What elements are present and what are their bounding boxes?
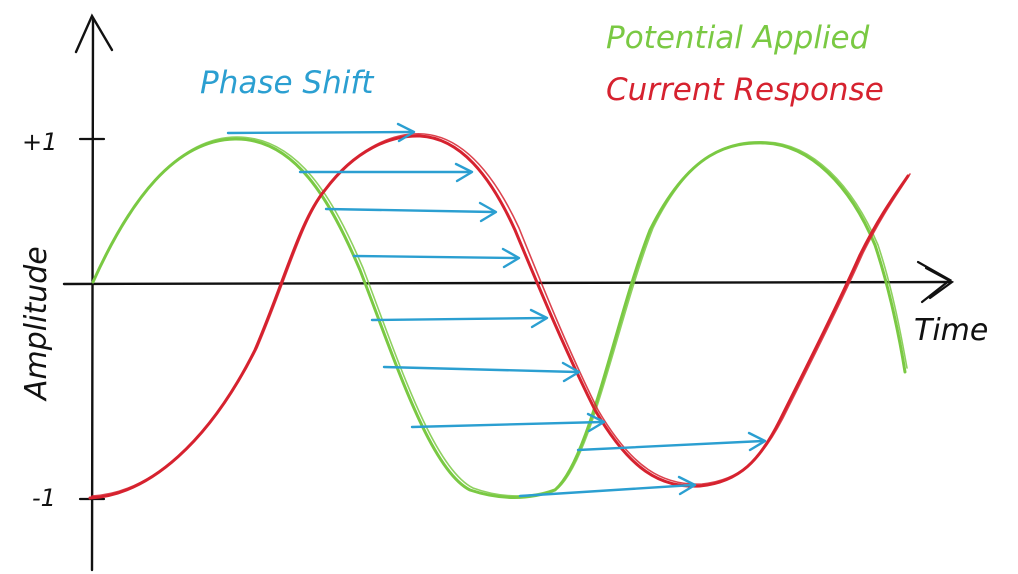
legend-potential-applied: Potential Applied: [606, 20, 870, 56]
current-response-curve: [88, 133, 911, 500]
phase-arrow-8: [576, 431, 767, 452]
x-axis-label: Time: [914, 313, 988, 348]
tick-plus-one-label: +1: [22, 128, 57, 156]
phase-arrow-3: [324, 201, 498, 223]
phase-arrow-6: [382, 361, 581, 383]
y-axis-label: Amplitude: [19, 246, 54, 402]
phase-arrow-4: [352, 247, 521, 269]
y-axis-arrowhead: [74, 13, 114, 54]
phase-shift-label: Phase Shift: [200, 65, 375, 101]
axes: [62, 13, 955, 572]
phase-arrow-7: [410, 412, 606, 433]
potential-applied-curve: [91, 136, 908, 499]
phase-arrow-2: [298, 162, 474, 183]
x-axis-line: [62, 280, 952, 286]
phase-arrow-9: [518, 475, 697, 498]
y-axis-line: [90, 18, 95, 572]
phase-arrow-1: [226, 122, 416, 143]
phase-shift-arrows: [226, 122, 767, 498]
phase-arrow-5: [370, 308, 549, 329]
legend-current-response: Current Response: [606, 72, 884, 108]
x-axis-arrowhead: [916, 260, 955, 304]
tick-minus-one-label: -1: [32, 484, 56, 512]
